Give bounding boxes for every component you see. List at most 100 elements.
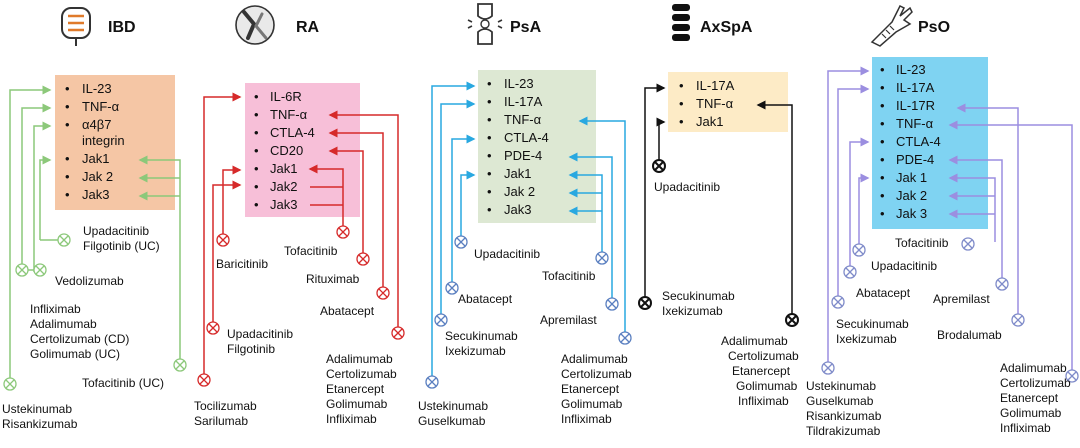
pso-target-box <box>872 57 988 229</box>
drug-name: Baricitinib <box>216 257 268 271</box>
target-bullet: • <box>679 114 684 129</box>
target-bullet: • <box>65 117 70 132</box>
drug-name: Adalimumab <box>30 317 97 331</box>
pso-target-item: Jak 3 <box>896 206 927 221</box>
ibd-target-list: •IL-23 •TNF-α •α4β7 integrin •Jak1 •Jak … <box>65 81 125 202</box>
drug-name: Tofacitinib <box>542 269 596 283</box>
knee-joint-icon <box>235 5 275 45</box>
drug-name: Abatacept <box>458 292 513 306</box>
drug-name: Filgotinib (UC) <box>83 239 160 253</box>
drug-name: Tocilizumab <box>194 399 257 413</box>
drug-name: Vedolizumab <box>55 274 124 288</box>
target-bullet: • <box>880 152 885 167</box>
target-bullet: • <box>487 112 492 127</box>
ra-target-item: Jak3 <box>270 197 297 212</box>
ra-target-box <box>245 83 360 217</box>
drug-name: Tofacitinib <box>284 244 338 258</box>
intestine-icon <box>61 7 91 46</box>
drug-name: Tofacitinib (UC) <box>82 376 164 390</box>
axspa-target-item: TNF-α <box>696 96 734 111</box>
ibd-title: IBD <box>108 19 136 36</box>
drug-name: Ustekinumab <box>806 379 876 393</box>
psa-target-item: CTLA-4 <box>504 130 549 145</box>
pso-target-list: •IL-23 •IL-17A •IL-17R •TNF-α •CTLA-4 •P… <box>880 62 941 221</box>
drug-name: Infliximab <box>1000 421 1051 435</box>
ibd-target-item: IL-23 <box>82 81 112 96</box>
drug-name: Etanercept <box>1000 391 1059 405</box>
target-bullet: • <box>65 99 70 114</box>
psa-target-item: Jak 2 <box>504 184 535 199</box>
target-bullet: • <box>487 166 492 181</box>
ra-title: RA <box>296 19 320 36</box>
drug-name: Ixekizumab <box>662 304 723 318</box>
ibd-target-item: α4β7 <box>82 117 111 132</box>
psa-target-item: Jak1 <box>504 166 531 181</box>
drug-name: Golimumab <box>1000 406 1062 420</box>
target-bullet: • <box>880 62 885 77</box>
drug-name: Tildrakizumab <box>806 424 881 438</box>
drug-name: Guselkumab <box>806 394 874 408</box>
target-bullet: • <box>487 130 492 145</box>
inhibitor-symbols <box>3 159 1079 391</box>
axspa-connectors <box>644 83 793 318</box>
joint-icon <box>467 3 503 45</box>
pso-target-item: IL-17A <box>896 80 935 95</box>
target-bullet: • <box>65 81 70 96</box>
drug-name: Upadacitinib <box>654 180 720 194</box>
drug-name: Certolizumab <box>1000 376 1071 390</box>
target-bullet: • <box>254 161 259 176</box>
target-bullet: • <box>880 170 885 185</box>
ra-header: RA <box>235 5 320 45</box>
ibd-header: IBD <box>61 7 136 46</box>
target-bullet: • <box>880 188 885 203</box>
ra-connectors <box>203 92 399 378</box>
psa-target-item: PDE-4 <box>504 148 542 163</box>
psa-drug-labels: Upadacitinib Tofacitinib Abatacept Aprem… <box>418 247 632 428</box>
pso-target-item: IL-23 <box>896 62 926 77</box>
drug-name: Ustekinumab <box>2 402 72 416</box>
target-bullet: • <box>254 179 259 194</box>
drug-name: Apremilast <box>933 292 990 306</box>
target-bullet: • <box>487 202 492 217</box>
axspa-target-item: IL-17A <box>696 78 735 93</box>
pso-title: PsO <box>918 19 950 36</box>
pso-connectors <box>827 66 1073 374</box>
drug-name: Adalimumab <box>1000 361 1067 375</box>
ra-drug-labels: Baricitinib Tofacitinib Rituximab Abatac… <box>194 244 397 428</box>
drug-name: Risankizumab <box>806 409 882 423</box>
axspa-target-list: •IL-17A •TNF-α •Jak1 <box>679 78 735 129</box>
drug-name: Infliximab <box>30 302 81 316</box>
drug-name: Golimumab <box>736 379 798 393</box>
ibd-target-item: integrin <box>82 133 125 148</box>
pso-target-item: Jak 2 <box>896 188 927 203</box>
psa-header: PsA <box>467 3 542 45</box>
psa-title: PsA <box>510 19 542 36</box>
target-bullet: • <box>880 116 885 131</box>
drug-name: Infliximab <box>326 412 377 426</box>
drug-name: Ixekizumab <box>836 332 897 346</box>
drug-name: Ixekizumab <box>445 344 506 358</box>
drug-name: Risankizumab <box>2 417 78 431</box>
drug-name: Ustekinumab <box>418 399 488 413</box>
drug-name: Tofacitinib <box>895 236 949 250</box>
drug-name: Certolizumab (CD) <box>30 332 129 346</box>
psa-target-list: •IL-23 •IL-17A •TNF-α •CTLA-4 •PDE-4 •Ja… <box>487 76 549 217</box>
ibd-target-box <box>55 75 175 210</box>
drug-name: Etanercept <box>326 382 385 396</box>
target-bullet: • <box>487 184 492 199</box>
drug-name: Guselkumab <box>418 414 486 428</box>
target-bullet: • <box>679 78 684 93</box>
psa-target-box <box>478 70 596 223</box>
pso-target-item: Jak 1 <box>896 170 927 185</box>
target-bullet: • <box>65 151 70 166</box>
drug-name: Golimumab (UC) <box>30 347 120 361</box>
spine-icon <box>672 4 690 41</box>
target-bullet: • <box>880 134 885 149</box>
drug-name: Upadacitinib <box>83 224 149 238</box>
psa-target-item: IL-17A <box>504 94 543 109</box>
target-bullet: • <box>880 98 885 113</box>
drug-name: Secukinumab <box>662 289 735 303</box>
target-bullet: • <box>254 125 259 140</box>
target-bullet: • <box>679 96 684 111</box>
drug-name: Certolizumab <box>326 367 397 381</box>
